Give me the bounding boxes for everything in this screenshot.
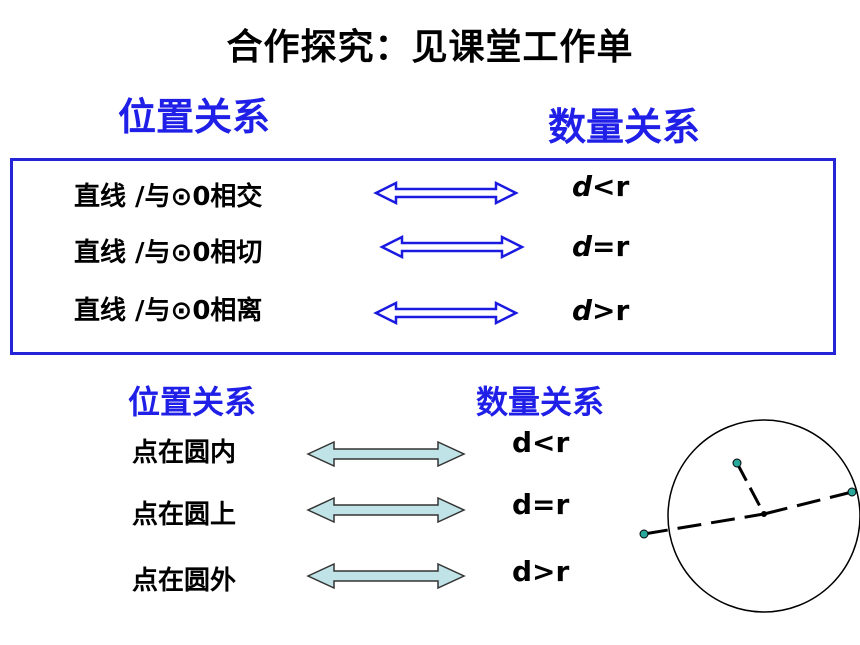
relation-separate: d>r xyxy=(572,294,630,327)
dashed-line-on xyxy=(763,490,853,516)
dashed-line-outside xyxy=(643,512,765,536)
circle-diagram xyxy=(639,419,860,613)
point-outside-relation: d>r xyxy=(512,555,570,588)
point-outside xyxy=(639,529,649,539)
circle-outline xyxy=(667,419,860,613)
point-inside-label: 点在圆内 xyxy=(132,438,237,468)
point-outside-label: 点在圆外 xyxy=(132,566,237,596)
point-position-heading: 位置关系 xyxy=(128,383,257,421)
point-inside-relation: d<r xyxy=(512,426,570,459)
point-on xyxy=(847,487,857,497)
position-heading: 位置关系 xyxy=(118,95,271,139)
line-intersect-label: 直线 /与⊙0相交 xyxy=(74,182,263,212)
double-arrow-icon xyxy=(306,562,466,590)
relation-tangent: d=r xyxy=(572,230,630,263)
double-arrow-icon xyxy=(373,180,519,206)
center-point xyxy=(761,511,767,517)
double-arrow-icon xyxy=(373,300,519,326)
page-title: 合作探究：见课堂工作单 xyxy=(226,27,634,68)
double-arrow-icon xyxy=(306,440,466,468)
point-on-label: 点在圆上 xyxy=(132,500,237,530)
point-inside xyxy=(732,458,742,468)
point-quantity-heading: 数量关系 xyxy=(476,383,605,421)
dashed-line-inside xyxy=(735,462,766,515)
line-separate-label: 直线 /与⊙0相离 xyxy=(74,296,263,326)
line-tangent-label: 直线 /与⊙0相切 xyxy=(74,238,263,268)
relation-intersect: d<r xyxy=(572,170,630,203)
double-arrow-icon xyxy=(379,234,525,260)
double-arrow-icon xyxy=(306,496,466,524)
quantity-heading: 数量关系 xyxy=(548,105,701,149)
point-on-relation: d=r xyxy=(512,488,570,521)
line-circle-box xyxy=(10,158,836,355)
